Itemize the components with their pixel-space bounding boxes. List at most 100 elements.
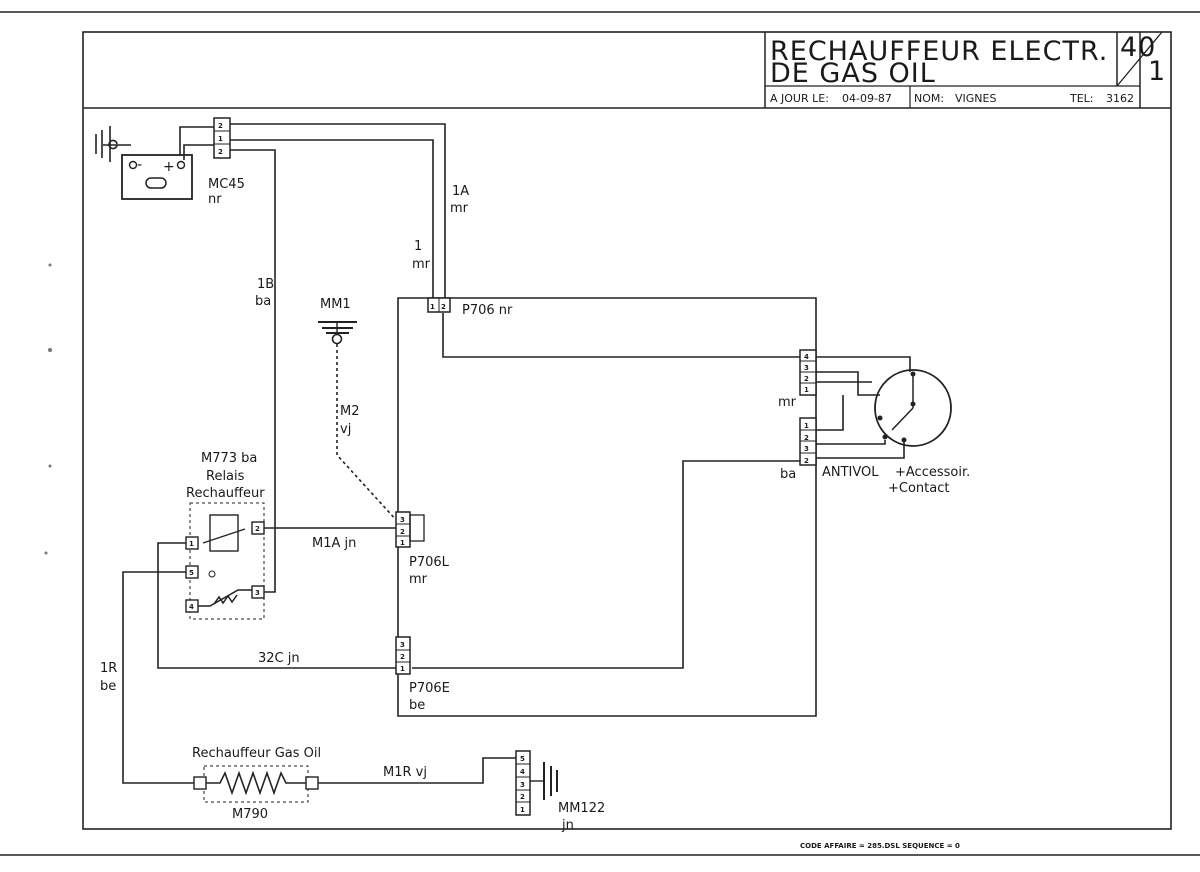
p706e-pin-label: 1 — [400, 665, 405, 673]
antivol-ba-pin-label: 3 — [804, 445, 809, 453]
relay-pin-label: 2 — [255, 525, 260, 533]
name-label: NOM: — [914, 92, 944, 105]
p706-pin-label: 2 — [441, 303, 446, 311]
antivol-contact-label: +Contact — [888, 481, 949, 496]
relay-m773: M773 ba Relais Rechauffeur 1 2 5 4 3 — [185, 451, 265, 620]
wire-1a — [230, 123, 446, 298]
wire-1-label: 1 — [414, 239, 422, 254]
battery-minus-icon: - — [137, 157, 142, 173]
mm122-pin-label: 3 — [520, 781, 525, 789]
wire-1a-color: mr — [450, 201, 469, 216]
p706l-pin-label: 3 — [400, 516, 405, 524]
wire-1b-label: 1B — [257, 277, 274, 292]
antivol-ba-pin-label: 1 — [804, 422, 809, 430]
p706l-color: mr — [409, 572, 428, 587]
wire-m2-color: vj — [340, 422, 351, 437]
p706l-label: P706L — [409, 555, 450, 570]
mc45-color: nr — [208, 192, 222, 207]
p706-label: P706 nr — [462, 303, 513, 318]
wire-m2 — [336, 344, 399, 523]
relay-pin-label: 5 — [189, 569, 194, 577]
wire-32c-label: 32C jn — [258, 651, 300, 666]
wire-m2-label: M2 — [340, 404, 360, 419]
relay-id: M773 ba — [201, 451, 257, 466]
ground-mm1: MM1 — [318, 297, 357, 345]
antivol-inner-wiring — [816, 356, 911, 459]
antivol-accessoir-label: +Accessoir. — [895, 465, 970, 480]
relay-pin-label: 1 — [189, 540, 194, 548]
tel-value: 3162 — [1106, 92, 1134, 105]
mm1-terminal — [331, 333, 343, 345]
wire-m1r — [318, 757, 516, 784]
margin-mark — [48, 263, 52, 267]
margin-mark — [48, 348, 52, 352]
wire-1b — [230, 149, 276, 593]
wire-32c — [157, 542, 398, 669]
wire-1a-label: 1A — [452, 184, 469, 199]
p706e-pin-label: 3 — [400, 641, 405, 649]
mc45-pin-label: 2 — [218, 122, 223, 130]
battery-positive-wire — [179, 126, 214, 155]
antivol-ba-pin-label: 2 — [804, 457, 809, 465]
battery-ground-icon — [95, 126, 118, 162]
tel-label: TEL: — [1069, 92, 1094, 105]
relay-name-2: Rechauffeur — [186, 486, 265, 501]
name-value: VIGNES — [955, 92, 996, 105]
antivol-switch: 4 3 2 1 1 2 3 2 mr ba ANTIVOL +Accessoir… — [778, 349, 970, 496]
antivol-ba-label: ba — [780, 467, 796, 482]
heater-resistor-icon — [206, 770, 306, 796]
wire-antivol-ba — [412, 460, 800, 669]
harness-p706-loop — [397, 297, 817, 717]
ground-mm122-icon — [543, 762, 558, 800]
connector-p706l: 3 2 1 P706L mr — [395, 511, 450, 587]
battery-positive-wire-2 — [183, 144, 214, 160]
wires — [103, 123, 911, 784]
antivol-mr-label: mr — [778, 395, 797, 410]
title-line-1: RECHAUFFEUR ELECTR. — [770, 36, 1108, 67]
battery-terminal-2 — [176, 160, 186, 170]
title-block: RECHAUFFEUR ELECTR. DE GAS OIL 40 1 A JO… — [83, 31, 1171, 109]
p706e-pin-label: 2 — [400, 653, 405, 661]
p706e-label: P706E — [409, 681, 450, 696]
margin-mark — [48, 464, 52, 468]
mm122-pin-label: 2 — [520, 793, 525, 801]
p706l-pin-label: 1 — [400, 539, 405, 547]
date-value: 04-09-87 — [842, 92, 892, 105]
battery-terminal-1 — [128, 160, 138, 170]
relay-pin-label: 3 — [255, 589, 260, 597]
footer-code: CODE AFFAIRE = 285.DSL SEQUENCE = 0 — [800, 842, 960, 850]
wire-1r — [122, 571, 200, 784]
wire-1r-color: be — [100, 679, 116, 694]
relay-name-1: Relais — [206, 469, 245, 484]
mm1-label: MM1 — [320, 297, 351, 312]
margin-mark — [44, 551, 48, 555]
antivol-mr-pin-label: 1 — [804, 386, 809, 394]
p706e-color: be — [409, 698, 425, 713]
p706-pin-label: 1 — [430, 303, 435, 311]
connector-p706: 1 2 P706 nr — [427, 297, 513, 318]
wire-p706-to-antivol — [442, 313, 800, 358]
heater-m790: Rechauffeur Gas Oil M790 — [192, 746, 321, 822]
mc45-label: MC45 — [208, 177, 245, 192]
date-label: A JOUR LE: — [770, 92, 829, 105]
battery-plus-icon: + — [163, 159, 175, 175]
relay-pin-label: 4 — [189, 603, 194, 611]
antivol-label: ANTIVOL — [822, 465, 879, 480]
wire-1b-color: ba — [255, 294, 271, 309]
antivol-mr-pin-label: 2 — [804, 375, 809, 383]
title-line-2: DE GAS OIL — [770, 58, 936, 89]
diagram-frame — [82, 31, 1172, 830]
battery-terminal — [145, 177, 167, 189]
sheet-number-bottom: 1 — [1148, 56, 1166, 87]
connector-p706e: 3 2 1 P706E be — [395, 636, 450, 713]
battery-body — [121, 154, 193, 200]
antivol-ba-pin-label: 2 — [804, 434, 809, 442]
sheet-number-top: 40 — [1120, 32, 1156, 63]
mc45-pin-label: 2 — [218, 148, 223, 156]
mm122-pin-label: 4 — [520, 768, 525, 776]
wire-1r-label: 1R — [100, 661, 117, 676]
mm122-color: jn — [561, 818, 574, 833]
heater-id: M790 — [232, 807, 268, 822]
antivol-mr-pin-label: 3 — [804, 364, 809, 372]
mm122-pin-label: 5 — [520, 755, 525, 763]
